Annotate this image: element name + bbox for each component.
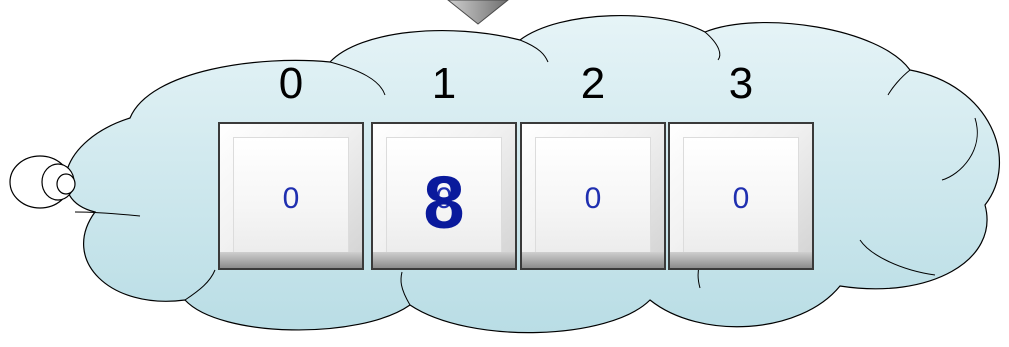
index-label-2: 2 [520,62,666,106]
cell-value: 0 [670,184,812,214]
cell-value: 0 [522,184,664,214]
cell-new-value: 8 [373,166,515,240]
array-cell-3: 0 [668,122,814,270]
thought-bubble-small [57,174,75,194]
index-label-1: 1 [371,62,517,106]
cell-value: 0 [220,184,362,214]
array-cell-0: 0 [218,122,364,270]
index-label-0: 0 [218,62,364,106]
pointer-arrow [448,0,508,24]
array-cell-2: 0 [520,122,666,270]
index-label-3: 3 [668,62,814,106]
